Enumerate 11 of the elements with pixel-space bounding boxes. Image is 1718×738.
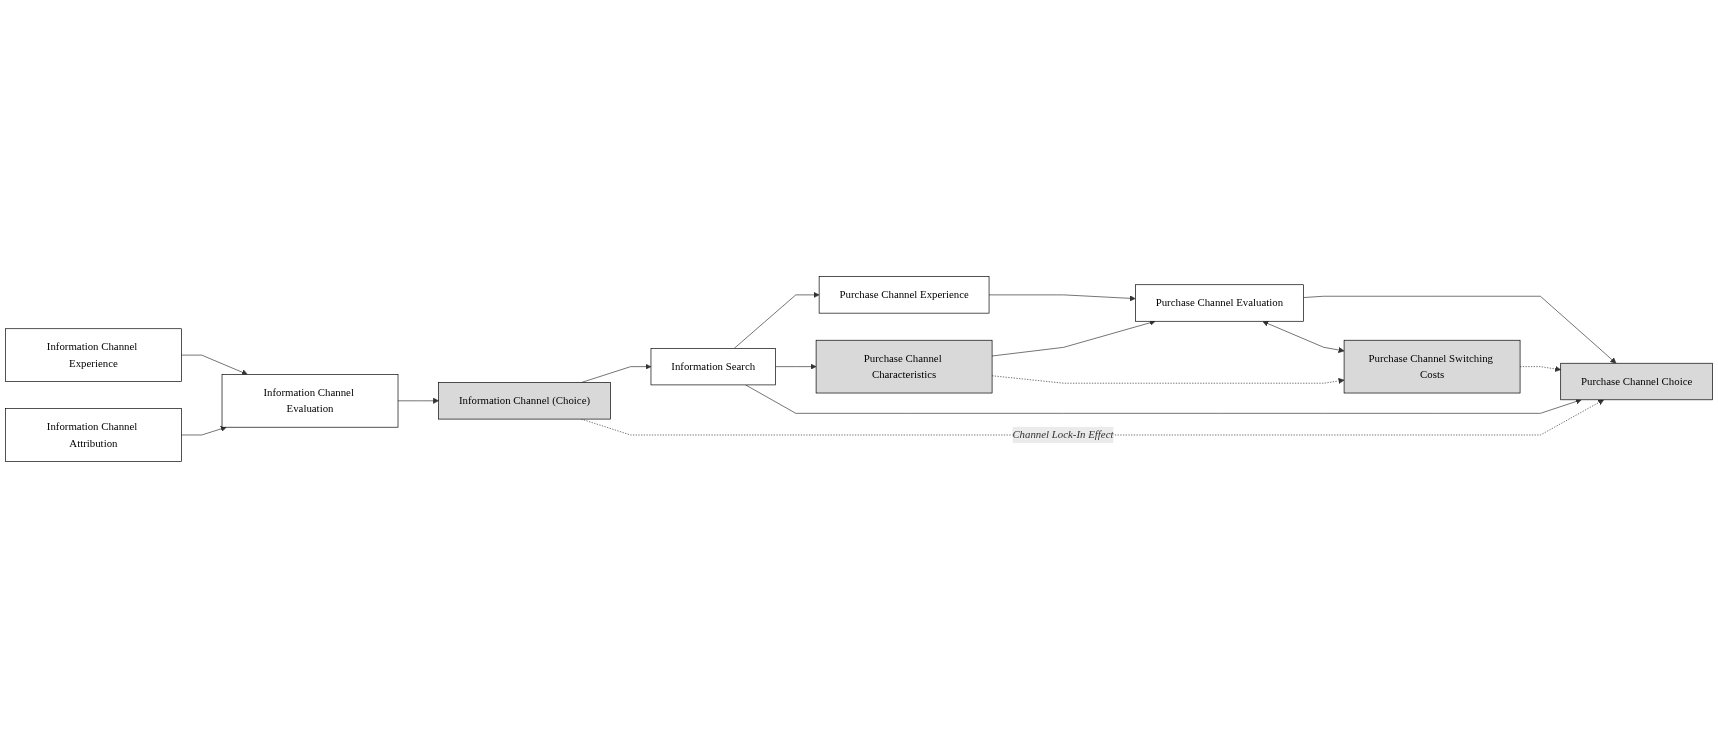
node-box: Purchase Channel Switching Costs: [1343, 339, 1521, 394]
node-box: Information Channel Evaluation: [221, 374, 399, 428]
node-box: Purchase Channel Characteristics: [815, 339, 993, 394]
node-box: Information Search: [650, 348, 776, 386]
node-box: Information Channel (Choice): [438, 382, 611, 420]
node-box: Information Channel Attribution: [5, 408, 182, 462]
node-box: Purchase Channel Choice: [1560, 362, 1713, 401]
node-box: Purchase Channel Evaluation: [1135, 284, 1304, 322]
edge-label: Channel Lock-In Effect: [1012, 428, 1114, 441]
node-box: Purchase Channel Experience: [818, 276, 990, 314]
node-box: Information Channel Experience: [5, 328, 182, 382]
